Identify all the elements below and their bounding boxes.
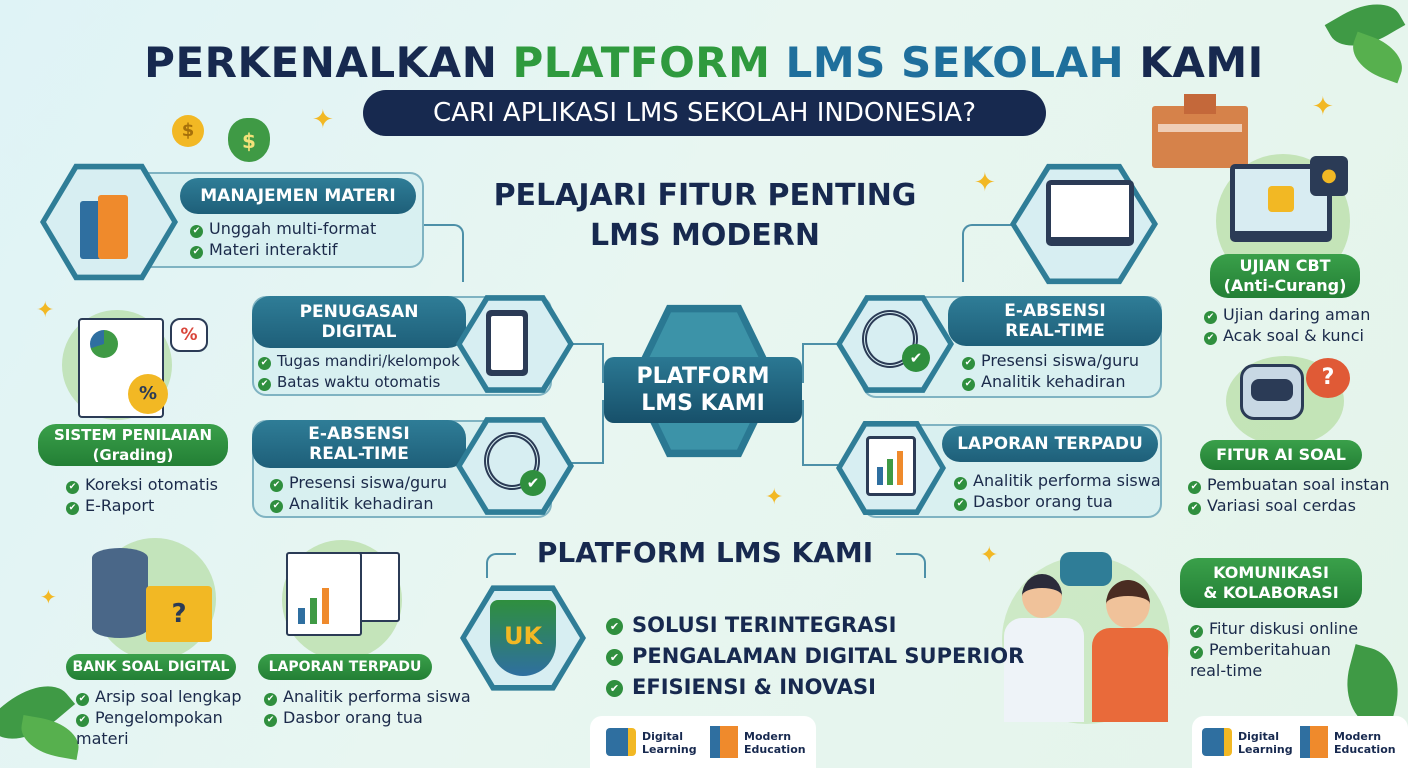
card-title-e-absensi-left: E-ABSENSI REAL-TIME: [252, 420, 466, 468]
database-icon: [92, 548, 148, 638]
card-title-laporan-terpadu-right: LAPORAN TERPADU: [942, 426, 1158, 462]
card-items-ujian-cbt: Ujian daring aman Acak soal & kunci: [1204, 304, 1370, 346]
student-girl-illustration: [1092, 580, 1168, 722]
sparkle-icon: ✦: [765, 485, 784, 510]
sparkle-icon: ✦: [1312, 92, 1334, 122]
connector-line: [896, 553, 926, 578]
lock-icon: ●: [1310, 156, 1348, 196]
percent-icon: %: [128, 374, 168, 414]
checkmark-icon: ✔: [902, 344, 930, 372]
card-title-komunikasi: KOMUNIKASI & KOLABORASI: [1180, 558, 1362, 608]
page-title: PERKENALKAN PLATFORM LMS SEKOLAH KAMI: [144, 38, 1264, 87]
card-items-e-absensi-right: Presensi siswa/guru Analitik kehadiran: [962, 350, 1139, 392]
sparkle-icon: ✦: [974, 168, 996, 198]
card-items-laporan-terpadu-right: Analitik performa siswa Dasbor orang tua: [954, 470, 1161, 512]
card-items-penugasan-digital: Tugas mandiri/kelompok Batas waktu otoma…: [258, 351, 460, 393]
digital-learning-logo: Digital Learning: [1238, 730, 1293, 756]
sparkle-icon: ✦: [36, 298, 55, 323]
question-bubble-icon: ?: [1306, 358, 1350, 398]
tablet-pencil-icon: [486, 310, 528, 376]
card-title-ujian-cbt: UJIAN CBT (Anti-Curang): [1210, 254, 1360, 298]
percent-bubble-icon: %: [170, 318, 208, 352]
shield-logo-icon: UK: [490, 600, 556, 676]
card-title-manajemen-materi: MANAJEMEN MATERI: [180, 178, 416, 214]
bottom-heading: PLATFORM LMS KAMI: [536, 536, 874, 569]
digital-learning-logo: Digital Learning: [642, 730, 697, 756]
modern-education-logo: Modern Education: [744, 730, 806, 756]
modern-education-icon: [710, 726, 738, 758]
connector-line: [962, 224, 1028, 282]
sparkle-icon: ✦: [40, 585, 57, 609]
monitor-checklist-icon: [1046, 180, 1134, 246]
connector-line: [570, 400, 604, 464]
connector-line: [486, 553, 516, 578]
report-clipboard-icon: [866, 436, 916, 496]
subtitle-banner: CARI APLIKASI LMS SEKOLAH INDONESIA?: [363, 90, 1046, 136]
digital-learning-icon: [606, 728, 636, 756]
card-items-sistem-penilaian: Koreksi otomatis E-Raport: [66, 474, 218, 516]
chat-bubble-icon: [1060, 552, 1112, 586]
modern-education-icon: [1300, 726, 1328, 758]
sparkle-icon: ✦: [312, 105, 334, 135]
center-heading: PELAJARI FITUR PENTING LMS MODERN: [493, 178, 917, 253]
modern-education-logo: Modern Education: [1334, 730, 1396, 756]
money-bag-icon: $: [228, 118, 270, 162]
card-items-komunikasi: Fitur diskusi online Pemberitahuan real-…: [1190, 618, 1360, 681]
card-items-laporan-terpadu-left: Analitik performa siswa Dasbor orang tua: [264, 686, 471, 728]
card-title-laporan-terpadu-left: LAPORAN TERPADU: [258, 654, 432, 680]
card-title-bank-soal: BANK SOAL DIGITAL: [66, 654, 236, 680]
connector-line: [422, 224, 464, 282]
folder-question-icon: ?: [146, 586, 212, 642]
connector-line: [802, 343, 838, 383]
card-title-penugasan-digital: PENUGASAN DIGITAL: [252, 296, 466, 348]
card-title-fitur-ai-soal: FITUR AI SOAL: [1200, 440, 1362, 470]
card-items-bank-soal: Arsip soal lengkap Pengelompokan materi: [76, 686, 252, 749]
platform-center-badge: PLATFORM LMS KAMI: [604, 357, 802, 423]
checkmark-icon: ✔: [520, 470, 546, 496]
leaf-decoration: [17, 715, 83, 760]
card-title-e-absensi-right: E-ABSENSI REAL-TIME: [948, 296, 1162, 346]
fingerprint-icon: [484, 432, 540, 490]
connector-line: [802, 400, 838, 466]
card-title-sistem-penilaian: SISTEM PENILAIAN (Grading): [38, 424, 228, 466]
bottom-bullets: SOLUSI TERINTEGRASI PENGALAMAN DIGITAL S…: [606, 610, 1024, 703]
sparkle-icon: ✦: [980, 543, 999, 568]
card-items-manajemen-materi: Unggah multi-format Materi interaktif: [190, 218, 376, 260]
coin-icon: $: [172, 115, 204, 147]
card-items-fitur-ai-soal: Pembuatan soal instan Variasi soal cerda…: [1188, 474, 1390, 516]
school-building-icon: [1152, 94, 1248, 168]
chart-document-icon: [286, 552, 362, 636]
robot-icon: [1240, 364, 1304, 420]
books-icon: [80, 195, 132, 259]
connector-line: [570, 343, 604, 383]
digital-learning-icon: [1202, 728, 1232, 756]
fingerprint-icon: [862, 310, 918, 368]
card-items-e-absensi-left: Presensi siswa/guru Analitik kehadiran: [270, 472, 447, 514]
